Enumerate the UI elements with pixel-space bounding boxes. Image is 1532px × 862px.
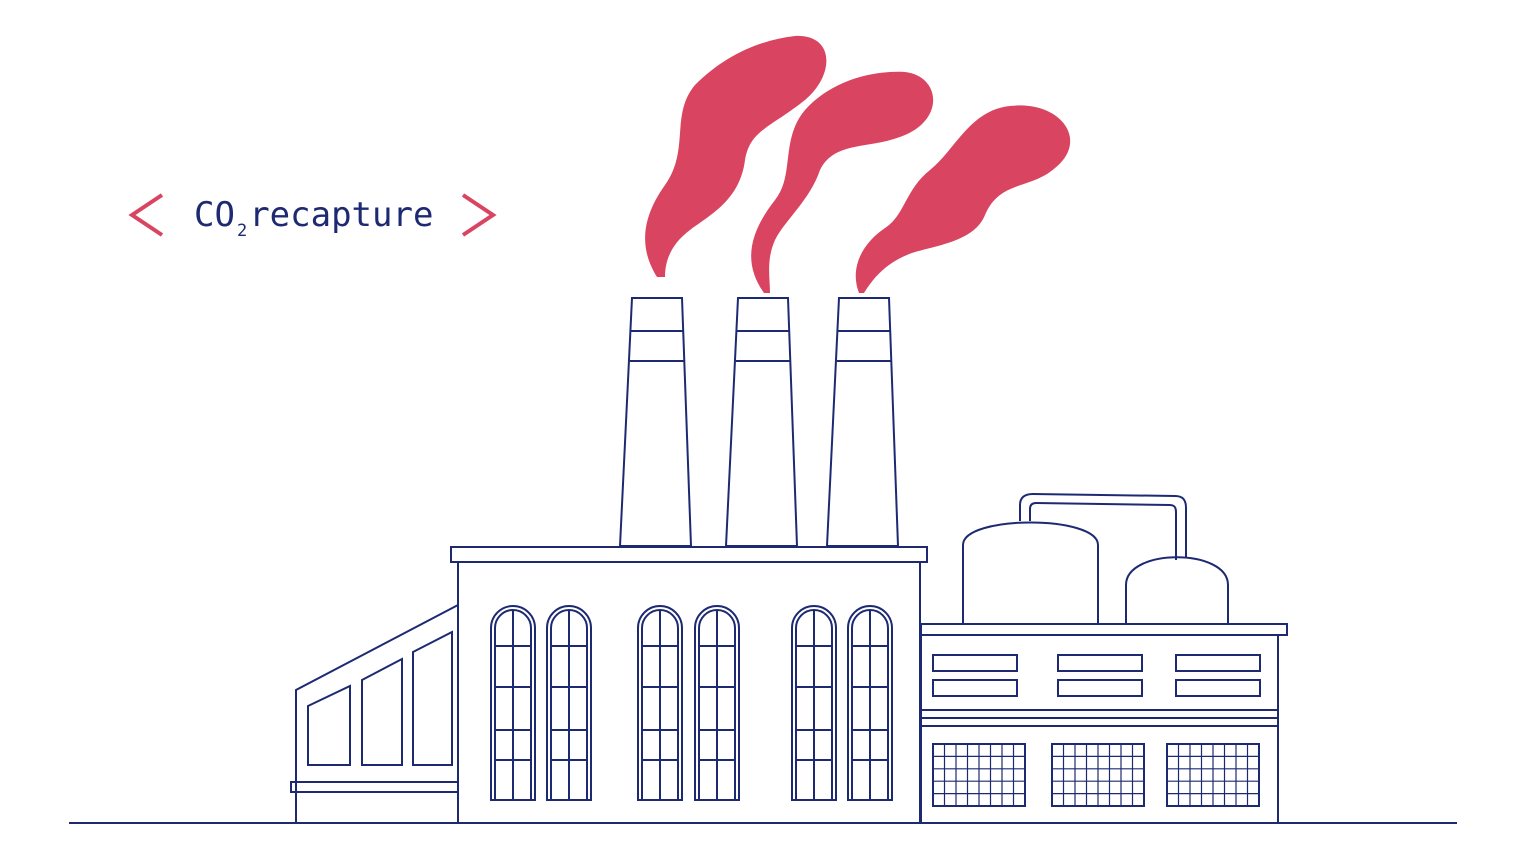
arched-window — [637, 605, 683, 801]
smoke-plumes — [645, 35, 1071, 293]
smoke-plume-3 — [855, 105, 1071, 293]
grid-window — [1051, 743, 1145, 807]
left-annex — [290, 604, 459, 823]
arched-window — [490, 605, 536, 801]
grid-window — [932, 743, 1026, 807]
storage-tanks — [962, 492, 1229, 624]
grid-windows — [932, 743, 1260, 807]
main-building — [450, 546, 928, 824]
smoke-plume-1 — [645, 35, 827, 277]
chimney-3 — [825, 297, 900, 547]
arched-window — [847, 605, 893, 801]
arched-window — [791, 605, 837, 801]
right-building — [920, 623, 1288, 824]
chimney-2 — [724, 297, 799, 547]
chevron-left-icon — [126, 190, 166, 240]
chevron-right-icon — [459, 190, 499, 240]
arched-window — [546, 605, 592, 801]
title-prefix: CO — [194, 195, 235, 235]
factory-outline — [69, 297, 1457, 824]
arched-window — [694, 605, 740, 801]
grid-window — [1166, 743, 1260, 807]
chimney-1 — [618, 297, 693, 547]
title-subscript: 2 — [236, 221, 248, 241]
title-suffix: recapture — [249, 195, 434, 235]
arched-windows — [490, 605, 893, 801]
smoke-plume-2 — [751, 71, 934, 293]
